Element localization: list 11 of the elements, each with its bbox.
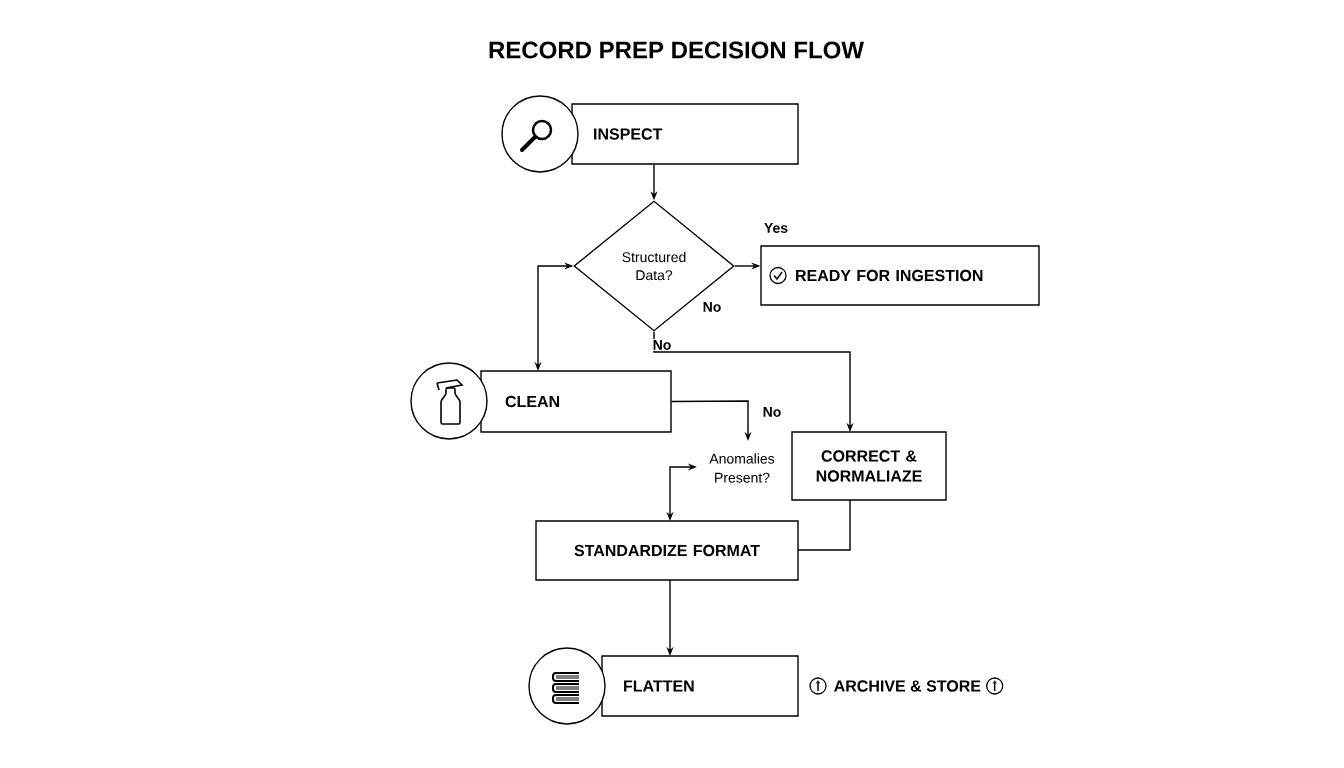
process-box: STANDARDIZE FORMAT bbox=[535, 520, 799, 581]
process-box: CLEAN bbox=[480, 370, 672, 433]
edge-label: Yes bbox=[762, 222, 790, 234]
output-label: ARCHIVE & STORE bbox=[834, 680, 981, 692]
edge-label: No bbox=[761, 406, 783, 418]
process-box: READY FOR INGESTION bbox=[760, 245, 1040, 306]
title: RECORD PREP DECISION FLOW bbox=[489, 41, 864, 59]
branch-label: No bbox=[703, 302, 721, 312]
edge-label: No bbox=[651, 339, 673, 351]
process-box: CORRECT & NORMALIAZE bbox=[791, 431, 947, 501]
decision-text: Anomalies Present? bbox=[709, 453, 775, 483]
